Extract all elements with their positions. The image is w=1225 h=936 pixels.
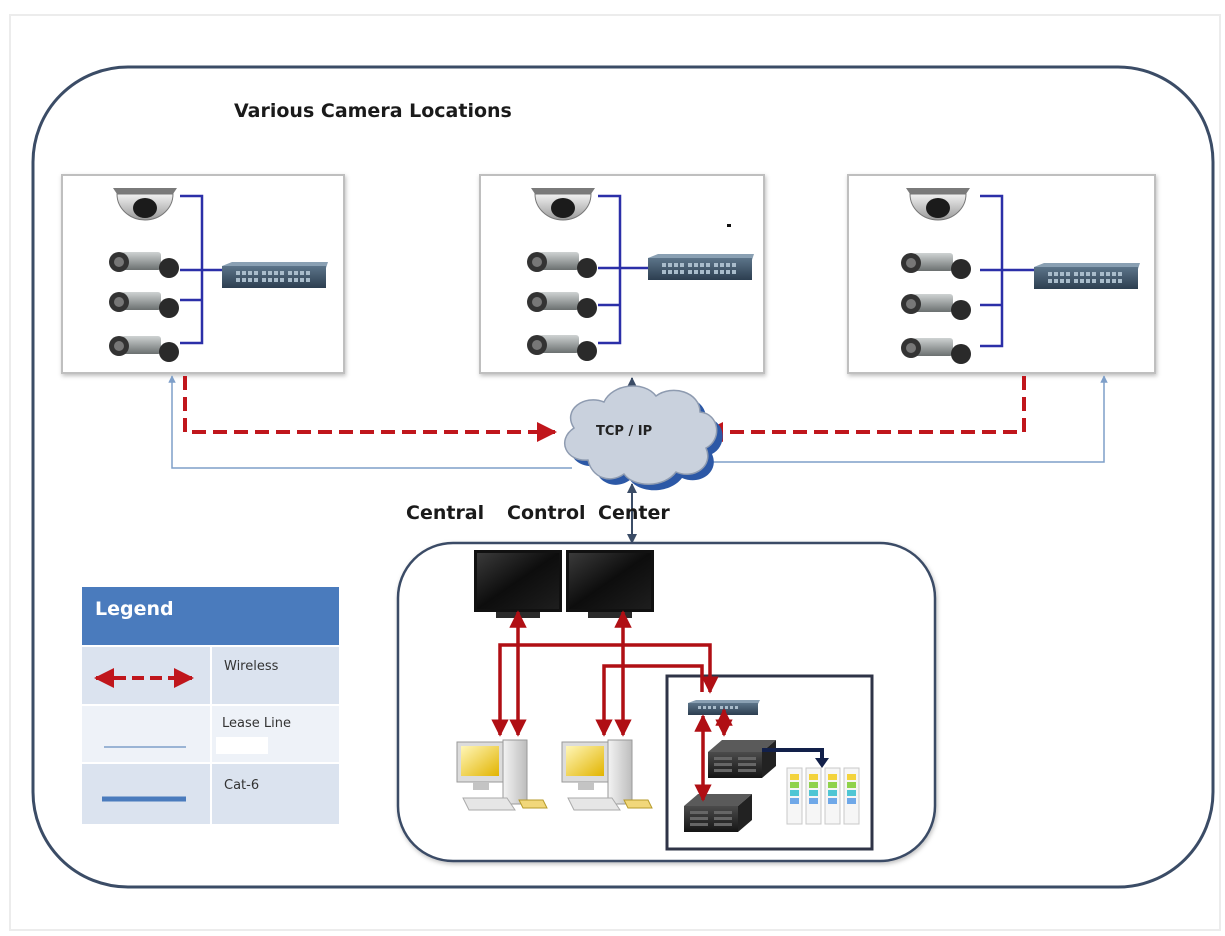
box-camera-icon <box>109 336 179 362</box>
box-camera-icon <box>527 252 597 278</box>
center-label-central: Central <box>406 502 485 524</box>
monitor-icon <box>474 550 562 618</box>
legend-label-lease-line: Lease Line <box>222 716 291 731</box>
monitor-icon <box>566 550 654 618</box>
box-camera-icon <box>109 252 179 278</box>
page-border <box>9 14 1221 931</box>
storage-link <box>762 748 824 760</box>
nvr-server-icon <box>684 794 752 832</box>
workstation-icon <box>456 739 548 811</box>
nvr-server-icon <box>708 740 776 778</box>
legend-label-cat6: Cat-6 <box>224 778 260 793</box>
cat6-wiring <box>180 194 1034 348</box>
storage-array-icon <box>786 767 860 825</box>
legend-label-wireless: Wireless <box>224 659 279 674</box>
box-camera-icon <box>901 294 971 320</box>
storage-link-arrowhead <box>815 758 829 768</box>
cloud-label: TCP / IP <box>596 424 653 439</box>
network-switch-icon <box>1034 263 1140 289</box>
center-label-control: Control <box>507 502 586 524</box>
legend-header-bg <box>82 587 339 645</box>
dome-camera-icon <box>113 188 177 221</box>
legend <box>82 587 339 824</box>
box-camera-icon <box>901 253 971 279</box>
box-cameras <box>109 252 971 364</box>
network-switch-icon <box>648 254 754 280</box>
box-camera-icon <box>527 292 597 318</box>
box-camera-icon <box>527 335 597 361</box>
tcp-ip-cloud-icon <box>563 385 723 491</box>
box-camera-icon <box>109 292 179 318</box>
control-center-links <box>491 610 733 802</box>
legend-whiteout-patch <box>216 737 268 754</box>
workstation-icon <box>561 739 653 811</box>
lease-lines <box>168 375 1108 469</box>
legend-header: Legend <box>95 598 174 620</box>
box-camera-icon <box>901 338 971 364</box>
stray-dot <box>727 224 731 227</box>
diagram-title: Various Camera Locations <box>234 100 512 122</box>
center-label-center: Center <box>598 502 670 524</box>
network-switch-icon <box>222 262 328 288</box>
dome-camera-icon <box>531 188 595 221</box>
wireless-links <box>183 376 1026 442</box>
dome-camera-icon <box>906 188 970 221</box>
